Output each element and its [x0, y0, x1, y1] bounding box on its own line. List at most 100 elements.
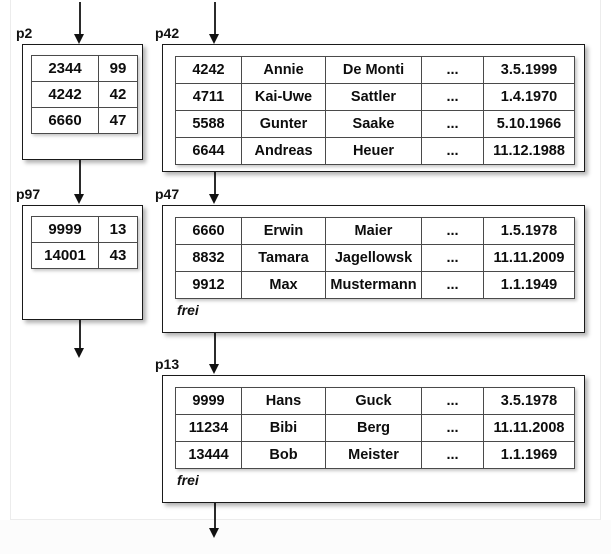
page-label-p97: p97: [16, 186, 41, 202]
data-table-p13: 9999 Hans Guck ... 3.5.1978 11234 Bibi B…: [175, 387, 575, 469]
arrow-out-of-p13-line: [214, 503, 216, 531]
cell-more: ...: [421, 217, 484, 245]
cell-first: Kai-Uwe: [241, 83, 326, 111]
index-key-cell: 14001: [31, 242, 99, 269]
page-label-p42: p42: [155, 25, 180, 41]
arrow-p47-to-p13-head: [209, 364, 219, 374]
cell-first: Max: [241, 271, 326, 299]
arrow-into-p42-line: [214, 2, 216, 38]
table-row[interactable]: 9999 Hans Guck ... 3.5.1978: [175, 387, 575, 415]
cell-last: Jagellowsk: [325, 244, 422, 272]
index-key-cell: 9999: [31, 216, 99, 243]
arrow-into-p2-line: [79, 2, 81, 38]
arrow-into-p2-head: [74, 34, 84, 44]
arrow-into-p42-head: [209, 34, 219, 44]
cell-last: Berg: [325, 414, 422, 442]
arrow-out-of-p97-head: [74, 348, 84, 358]
data-table-p47: 6660 Erwin Maier ... 1.5.1978 8832 Tamar…: [175, 217, 575, 299]
cell-id: 6644: [175, 137, 242, 165]
cell-date: 11.11.2009: [483, 244, 575, 272]
arrow-p47-to-p13-line: [214, 333, 216, 367]
cell-last: Saake: [325, 110, 422, 138]
table-row[interactable]: 9999 13: [31, 216, 138, 243]
cell-date: 1.5.1978: [483, 217, 575, 245]
arrow-p2-to-p97-line: [79, 160, 81, 197]
arrow-p42-to-p47-line: [214, 172, 216, 198]
page-edge-left: [10, 0, 11, 519]
cell-date: 1.4.1970: [483, 83, 575, 111]
cell-date: 5.10.1966: [483, 110, 575, 138]
index-key-cell: 4242: [31, 81, 99, 108]
cell-id: 4711: [175, 83, 242, 111]
arrow-p42-to-p47-head: [209, 194, 219, 204]
cell-date: 11.11.2008: [483, 414, 575, 442]
table-row[interactable]: 13444 Bob Meister ... 1.1.1969: [175, 441, 575, 469]
cell-first: Erwin: [241, 217, 326, 245]
cell-id: 8832: [175, 244, 242, 272]
cell-id: 11234: [175, 414, 242, 442]
cell-more: ...: [421, 56, 484, 84]
cell-first: Hans: [241, 387, 326, 415]
arrow-p2-to-p97-head: [74, 194, 84, 204]
cell-last: Guck: [325, 387, 422, 415]
table-row[interactable]: 5588 Gunter Saake ... 5.10.1966: [175, 110, 575, 138]
cell-first: Gunter: [241, 110, 326, 138]
index-page-p97[interactable]: 9999 13 14001 43: [22, 205, 143, 320]
index-key-cell: 2344: [31, 55, 99, 82]
data-page-p13[interactable]: 9999 Hans Guck ... 3.5.1978 11234 Bibi B…: [162, 375, 585, 503]
index-key-cell: 6660: [31, 107, 99, 134]
cell-last: Heuer: [325, 137, 422, 165]
table-row[interactable]: 4711 Kai-Uwe Sattler ... 1.4.1970: [175, 83, 575, 111]
index-table-p97: 9999 13 14001 43: [31, 216, 138, 269]
index-pointer-cell: 43: [98, 242, 138, 269]
cell-date: 1.1.1949: [483, 271, 575, 299]
table-row[interactable]: 14001 43: [31, 242, 138, 269]
cell-last: Maier: [325, 217, 422, 245]
table-row[interactable]: 2344 99: [31, 55, 138, 82]
cell-more: ...: [421, 271, 484, 299]
table-row[interactable]: 6660 Erwin Maier ... 1.5.1978: [175, 217, 575, 245]
table-row[interactable]: 8832 Tamara Jagellowsk ... 11.11.2009: [175, 244, 575, 272]
page-edge-right: [600, 0, 601, 519]
cell-first: Tamara: [241, 244, 326, 272]
cell-date: 11.12.1988: [483, 137, 575, 165]
page-label-p2: p2: [16, 25, 33, 41]
data-page-p42[interactable]: 4242 Annie De Monti ... 3.5.1999 4711 Ka…: [162, 44, 585, 172]
page-label-p47: p47: [155, 186, 180, 202]
arrow-out-of-p13-head: [209, 528, 219, 538]
table-row[interactable]: 6660 47: [31, 107, 138, 134]
cell-more: ...: [421, 83, 484, 111]
cell-more: ...: [421, 441, 484, 469]
index-page-p2[interactable]: 2344 99 4242 42 6660 47: [22, 44, 143, 160]
cell-first: Andreas: [241, 137, 326, 165]
cell-more: ...: [421, 137, 484, 165]
data-table-p42: 4242 Annie De Monti ... 3.5.1999 4711 Ka…: [175, 56, 575, 165]
cell-more: ...: [421, 110, 484, 138]
cell-id: 6660: [175, 217, 242, 245]
free-space-label-p47: frei: [177, 302, 199, 318]
index-pointer-cell: 13: [98, 216, 138, 243]
table-row[interactable]: 11234 Bibi Berg ... 11.11.2008: [175, 414, 575, 442]
cell-last: De Monti: [325, 56, 422, 84]
table-row[interactable]: 4242 42: [31, 81, 138, 108]
index-pointer-cell: 99: [98, 55, 138, 82]
table-row[interactable]: 9912 Max Mustermann ... 1.1.1949: [175, 271, 575, 299]
index-pointer-cell: 42: [98, 81, 138, 108]
cell-id: 4242: [175, 56, 242, 84]
cell-more: ...: [421, 414, 484, 442]
table-row[interactable]: 4242 Annie De Monti ... 3.5.1999: [175, 56, 575, 84]
table-row[interactable]: 6644 Andreas Heuer ... 11.12.1988: [175, 137, 575, 165]
cell-id: 9912: [175, 271, 242, 299]
free-space-label-p13: frei: [177, 472, 199, 488]
cell-first: Bibi: [241, 414, 326, 442]
cell-id: 13444: [175, 441, 242, 469]
cell-id: 5588: [175, 110, 242, 138]
data-page-p47[interactable]: 6660 Erwin Maier ... 1.5.1978 8832 Tamar…: [162, 205, 585, 333]
cell-date: 3.5.1978: [483, 387, 575, 415]
cell-last: Sattler: [325, 83, 422, 111]
cell-first: Bob: [241, 441, 326, 469]
page-label-p13: p13: [155, 356, 180, 372]
cell-first: Annie: [241, 56, 326, 84]
cell-last: Meister: [325, 441, 422, 469]
arrow-out-of-p97-line: [79, 320, 81, 350]
